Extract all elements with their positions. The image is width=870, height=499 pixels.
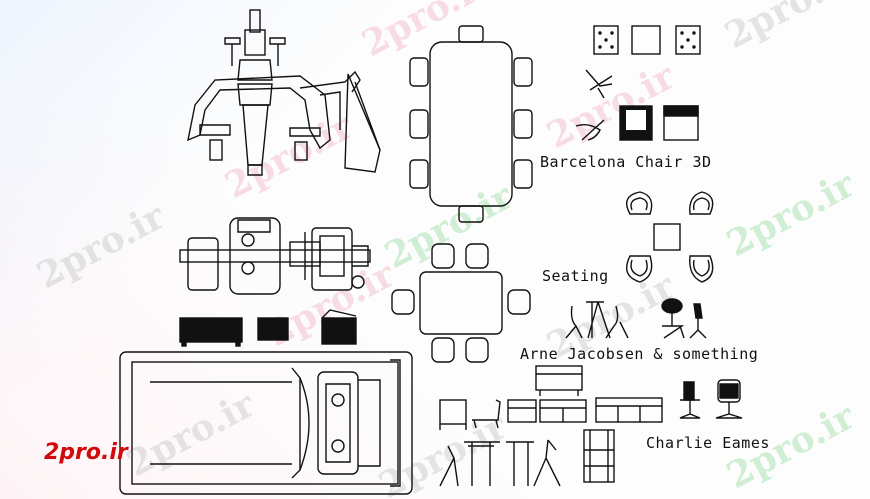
label-arne-jacobsen: Arne Jacobsen & something	[520, 345, 759, 363]
side-cabinet	[583, 429, 615, 483]
table-elevations	[439, 439, 561, 487]
label-seating: Seating	[542, 267, 609, 285]
arne-chairs	[565, 298, 707, 339]
eames-chairs	[679, 379, 743, 419]
label-charlie-eames: Charlie Eames	[646, 434, 770, 452]
barcelona-stools	[593, 25, 701, 55]
gym-machine-middle	[179, 217, 371, 295]
round-chairs-group	[626, 191, 714, 283]
armchair-row	[439, 397, 663, 430]
label-barcelona-chair: Barcelona Chair 3D	[540, 153, 712, 171]
sofa-row	[179, 309, 357, 347]
gym-machine-top	[187, 9, 381, 176]
brand-logo: 2pro.ir	[44, 440, 128, 465]
dining-table-small	[391, 243, 531, 363]
lounge-bench	[535, 365, 583, 396]
barcelona-chairs	[575, 69, 699, 141]
treadmill	[119, 351, 413, 495]
dining-table-large	[409, 25, 533, 223]
